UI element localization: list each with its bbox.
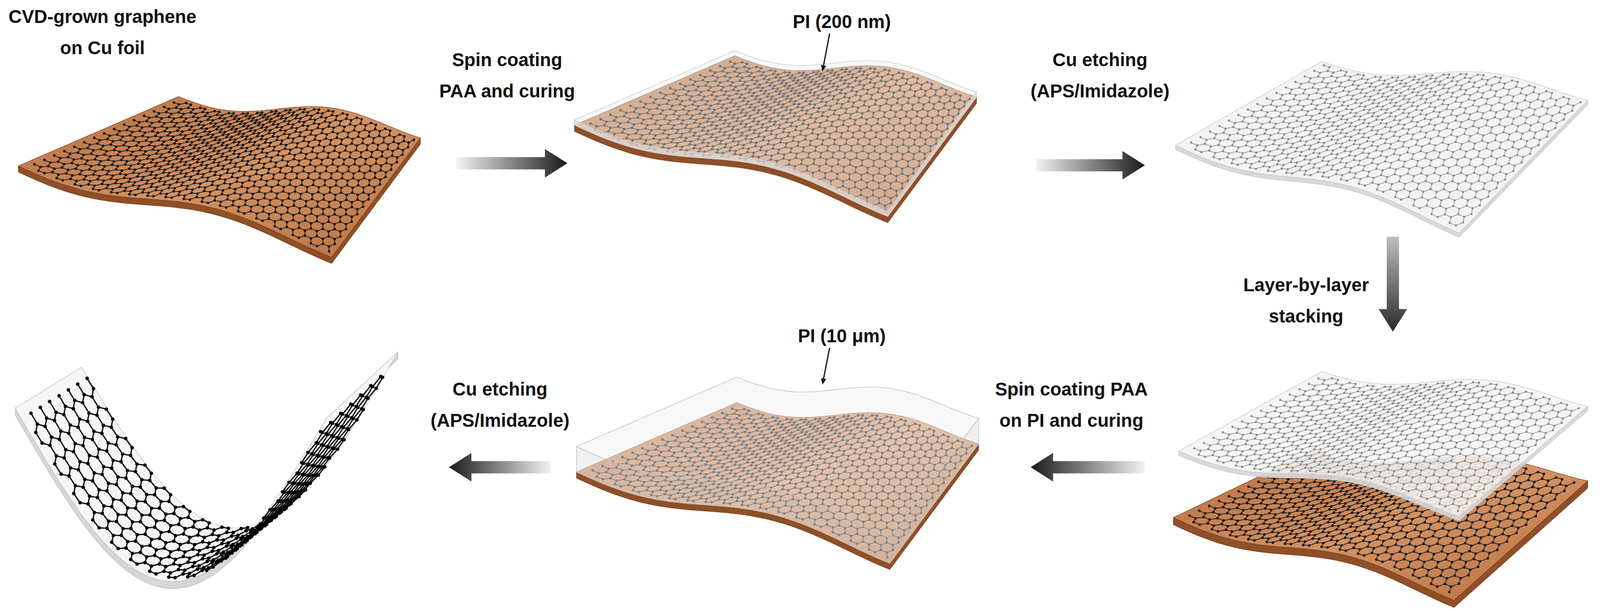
callout-label: PI (200 nm) — [792, 5, 891, 38]
step-label: Layer-by-layer stacking — [1232, 269, 1380, 332]
step-label-box: Spin coating PAA and curing — [433, 44, 582, 107]
step-label: Cu etching (APS/Imidazole) — [426, 373, 574, 437]
step-label-box: Cu etching (APS/Imidazole) — [426, 373, 574, 437]
sheet-figure — [15, 351, 398, 589]
graphene-atoms — [33, 101, 415, 253]
process-arrow — [448, 453, 551, 482]
callout-label: PI (10 μm) — [797, 320, 886, 352]
leader-line — [823, 33, 830, 66]
step-label: Spin coating PAA on PI and curing — [988, 373, 1155, 437]
process-arrow — [1030, 453, 1146, 482]
step-label-box: Spin coating PAA on PI and curing — [988, 373, 1155, 437]
process-arrow — [456, 148, 568, 178]
pi-coating-surface — [574, 50, 977, 212]
graphene-atoms — [1190, 64, 1583, 227]
sheet-figure — [1178, 371, 1588, 521]
sheet-figure — [1175, 61, 1588, 238]
leader-line — [823, 347, 830, 379]
sheet-surface — [15, 351, 398, 582]
leader-head — [821, 64, 827, 72]
callout-label-box: PI (200 nm) — [772, 5, 911, 38]
illustration-group — [15, 33, 1588, 608]
graphene-bonds — [34, 102, 415, 252]
leader-arrow — [821, 33, 830, 72]
sheet-figure — [18, 96, 421, 264]
graphene-atoms — [1193, 377, 1581, 512]
step-label-box: Layer-by-layer stacking — [1232, 269, 1380, 332]
sheet-surface — [18, 96, 421, 258]
leader-arrow — [821, 347, 830, 385]
process-arrow — [1035, 151, 1146, 180]
sheet-figure — [574, 50, 977, 223]
graphene-atoms — [29, 374, 385, 580]
sheet-surface — [1175, 61, 1588, 233]
step-label: Cu etching (APS/Imidazole) — [1026, 44, 1174, 107]
callout-label-box: PI (10 μm) — [772, 320, 911, 352]
pi-coating-surface — [576, 377, 979, 539]
figure-label: CVD-grown graphene on Cu foil — [3, 0, 202, 64]
step-label-box: Cu etching (APS/Imidazole) — [1026, 44, 1174, 107]
process-arrow — [1378, 236, 1408, 332]
sheet-surface — [1178, 371, 1588, 517]
sheet-edge — [15, 351, 398, 589]
figure-label-box: CVD-grown graphene on Cu foil — [3, 0, 202, 64]
leader-head — [821, 378, 827, 385]
sheet-figure — [576, 377, 979, 570]
step-label: Spin coating PAA and curing — [433, 44, 582, 107]
